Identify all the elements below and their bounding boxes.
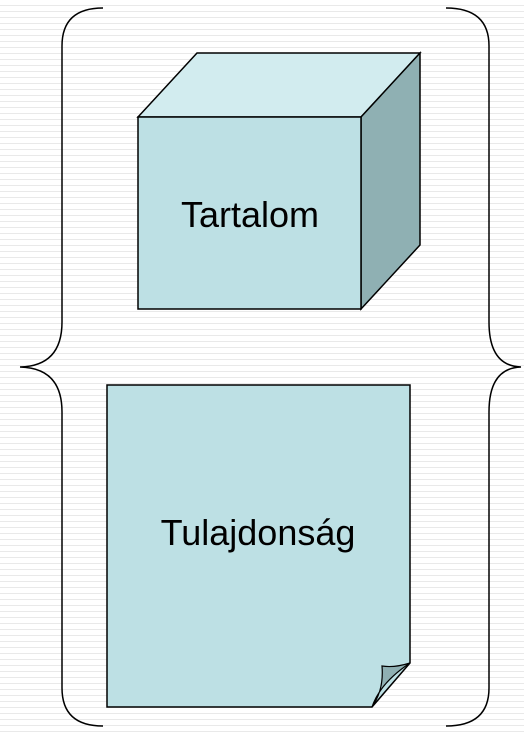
property-document: Tulajdonság — [106, 384, 411, 708]
cube-label: Tartalom — [181, 194, 319, 235]
left-brace-icon — [19, 7, 104, 727]
cube-front-face — [137, 116, 362, 310]
document-fold-icon — [371, 662, 411, 708]
right-brace-icon — [445, 7, 522, 727]
content-cube: Tartalom — [136, 51, 422, 311]
document-page — [106, 384, 411, 708]
document-label: Tulajdonság — [161, 512, 356, 553]
